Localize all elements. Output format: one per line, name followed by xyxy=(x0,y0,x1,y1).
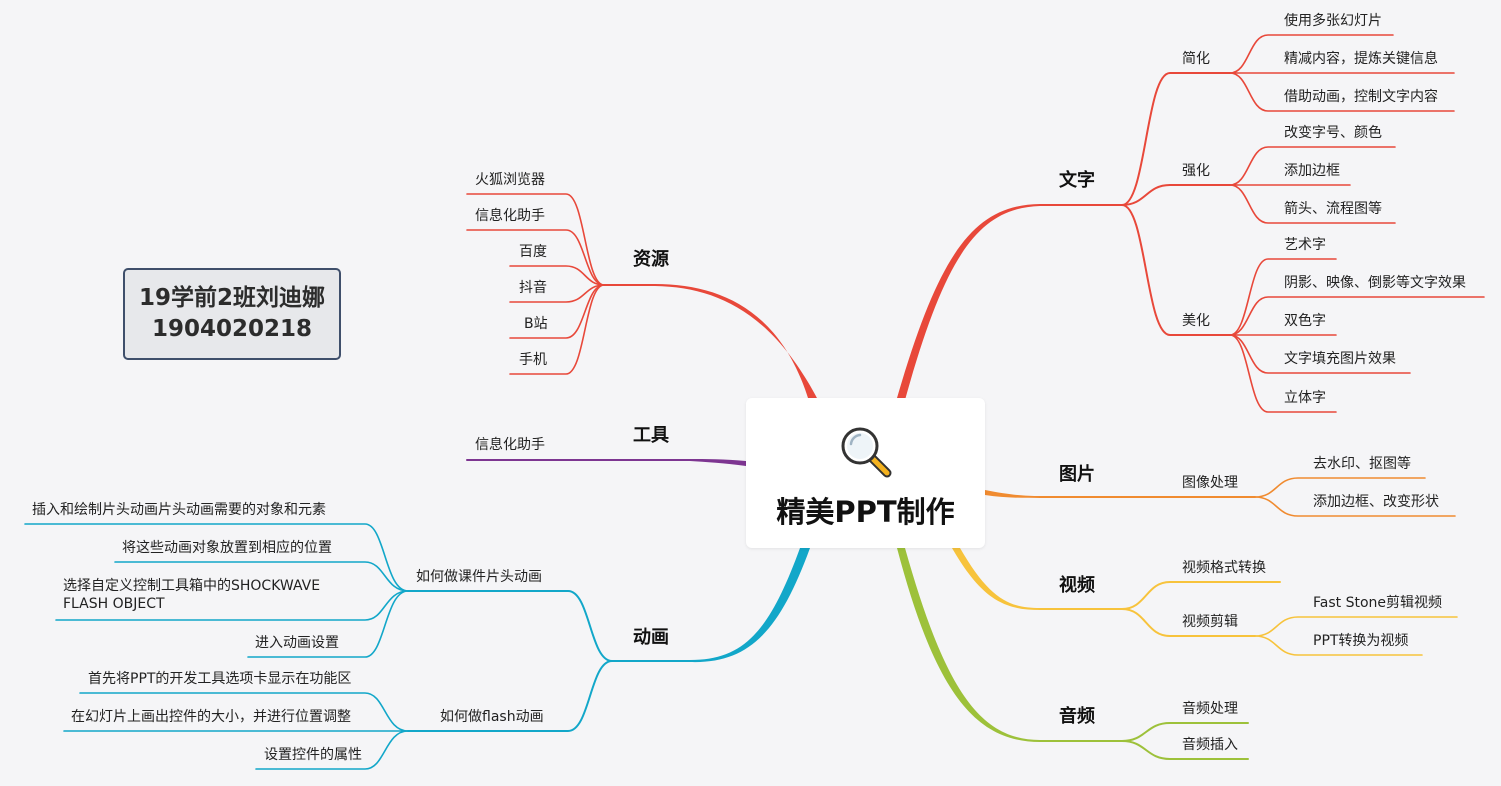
branch-gongju[interactable]: 工具 xyxy=(633,425,669,446)
sub-yinpincharu[interactable]: 音频插入 xyxy=(1182,737,1238,753)
line-sub-shipinjianji xyxy=(1121,608,1256,637)
line-sub-qianghua xyxy=(1121,184,1231,206)
branch-ziyuan[interactable]: 资源 xyxy=(633,249,669,270)
line-leaf xyxy=(247,590,409,658)
branch-tupian[interactable]: 图片 xyxy=(1059,464,1095,485)
leaf-node[interactable]: 信息化助手 xyxy=(475,437,545,453)
sub-meihua[interactable]: 美化 xyxy=(1182,313,1210,329)
line-leaf xyxy=(466,193,605,286)
line-leaf xyxy=(1229,34,1394,74)
leaf-node[interactable]: 百度 xyxy=(519,244,547,260)
line-sub-flash xyxy=(407,660,613,732)
line-sub-yinpincharu xyxy=(1121,740,1249,760)
leaf-node[interactable]: 改变字号、颜色 xyxy=(1284,125,1382,141)
main-line-donghua xyxy=(690,548,810,663)
leaf-node[interactable]: 抖音 xyxy=(519,280,547,296)
author-box[interactable]: 19学前2班刘迪娜 1904020218 xyxy=(123,268,341,360)
leaf-node[interactable]: 火狐浏览器 xyxy=(475,172,545,188)
magnifier-icon xyxy=(841,427,892,478)
author-name: 19学前2班刘迪娜 xyxy=(138,285,325,311)
line-leaf xyxy=(1229,184,1396,224)
line-leaf xyxy=(509,265,605,286)
line-sub-jianhua xyxy=(1121,72,1231,206)
line-leaf xyxy=(24,523,409,592)
line-sub-piantou xyxy=(407,590,613,662)
leaf-node[interactable]: 阴影、映像、倒影等文字效果 xyxy=(1284,275,1466,291)
sub-piantou[interactable]: 如何做课件片头动画 xyxy=(416,569,542,585)
line-leaf xyxy=(1254,477,1426,498)
leaf-node[interactable]: 立体字 xyxy=(1284,390,1326,406)
sub-shipingeshi[interactable]: 视频格式转换 xyxy=(1182,560,1266,576)
center-topic[interactable] xyxy=(746,398,985,548)
leaf-node[interactable]: 使用多张幻灯片 xyxy=(1284,13,1382,29)
sub-tuxiangchuli[interactable]: 图像处理 xyxy=(1182,475,1238,491)
line-sub-yinpinchuli xyxy=(1121,722,1249,742)
line-leaf xyxy=(1229,334,1337,413)
branch-donghua[interactable]: 动画 xyxy=(633,627,669,648)
line-leaf xyxy=(1229,258,1337,336)
line-leaf xyxy=(114,561,409,592)
line-leaf xyxy=(255,730,409,770)
sub-jianhua[interactable]: 简化 xyxy=(1182,51,1210,67)
leaf-node[interactable]: 设置控件的属性 xyxy=(264,747,362,763)
line-leaf xyxy=(509,284,605,303)
line-leaf xyxy=(1229,296,1485,336)
line-sub-shipingeshi xyxy=(1121,581,1281,610)
line-leaf xyxy=(1254,616,1458,637)
leaf-node[interactable]: 将这些动画对象放置到相应的位置 xyxy=(122,540,332,556)
line-leaf xyxy=(1229,72,1455,112)
leaf-node[interactable]: 去水印、抠图等 xyxy=(1313,456,1411,472)
line-leaf xyxy=(1229,146,1396,186)
line-leaf xyxy=(466,229,605,286)
line-leaf xyxy=(1229,334,1411,374)
leaf-node[interactable]: 艺术字 xyxy=(1284,237,1326,253)
line-leaf xyxy=(79,692,409,732)
leaf-node[interactable]: 插入和绘制片头动画片头动画需要的对象和元素 xyxy=(32,502,326,518)
leaf-node[interactable]: 在幻灯片上画出控件的大小，并进行位置调整 xyxy=(71,709,351,725)
line-sub-meihua xyxy=(1121,204,1231,336)
main-line-tupian xyxy=(985,490,1040,498)
leaf-node[interactable]: 添加边框、改变形状 xyxy=(1313,494,1439,510)
leaf-node[interactable]: 首先将PPT的开发工具选项卡显示在功能区 xyxy=(88,671,352,687)
leaf-node[interactable]: 借助动画，控制文字内容 xyxy=(1284,89,1438,105)
leaf-node[interactable]: 信息化助手 xyxy=(475,208,545,224)
main-line-gongju xyxy=(690,459,746,466)
leaf-node[interactable]: PPT转换为视频 xyxy=(1313,633,1409,649)
line-leaf xyxy=(1254,496,1456,517)
leaf-node[interactable]: 进入动画设置 xyxy=(255,635,339,651)
leaf-node[interactable]: 手机 xyxy=(519,352,547,368)
leaf-node[interactable]: 文字填充图片效果 xyxy=(1284,351,1396,367)
leaf-node[interactable]: 选择自定义控制工具箱中的SHOCKWAVE FLASH OBJECT xyxy=(63,578,321,612)
leaf-node[interactable]: 箭头、流程图等 xyxy=(1284,201,1382,217)
leaf-node[interactable]: 添加边框 xyxy=(1284,163,1340,179)
leaf-node[interactable]: Fast Stone剪辑视频 xyxy=(1313,595,1443,611)
branch-yinpin[interactable]: 音频 xyxy=(1059,706,1095,727)
branch-wenzi[interactable]: 文字 xyxy=(1059,170,1095,191)
branch-shipin[interactable]: 视频 xyxy=(1059,575,1095,596)
center-title: 精美PPT制作 xyxy=(776,495,955,529)
line-leaf xyxy=(1254,635,1423,656)
leaf-node[interactable]: 精减内容，提炼关键信息 xyxy=(1284,51,1438,67)
leaf-node[interactable]: 双色字 xyxy=(1284,313,1326,329)
main-line-yinpin xyxy=(897,548,1040,742)
main-line-ziyuan xyxy=(655,284,818,400)
sub-yinpinchuli[interactable]: 音频处理 xyxy=(1182,701,1238,717)
sub-shipinjianji[interactable]: 视频剪辑 xyxy=(1182,614,1238,630)
author-id: 1904020218 xyxy=(151,316,313,342)
sub-qianghua[interactable]: 强化 xyxy=(1182,163,1210,179)
leaf-node[interactable]: B站 xyxy=(524,316,548,332)
line-leaf xyxy=(55,590,409,621)
main-line-shipin xyxy=(952,548,1040,610)
sub-flash[interactable]: 如何做flash动画 xyxy=(440,709,544,725)
main-line-wenzi xyxy=(897,204,1040,400)
line-leaf xyxy=(509,284,605,375)
